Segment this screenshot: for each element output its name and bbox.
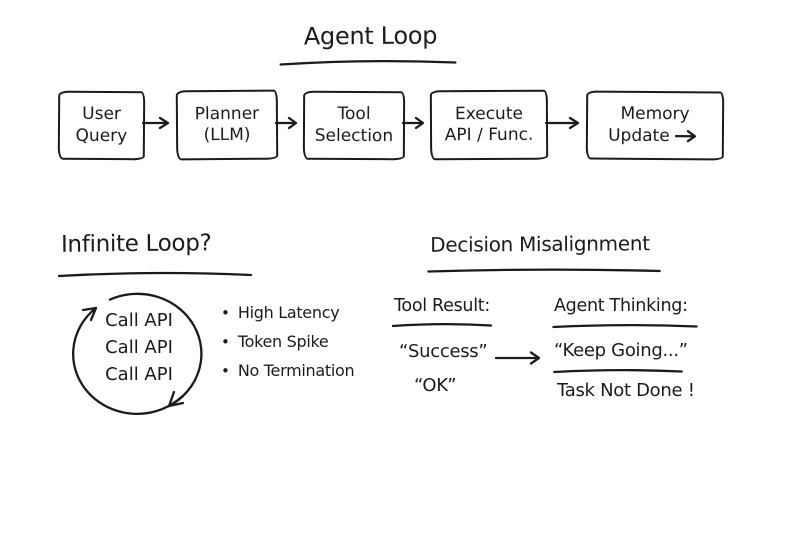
flow-arrow-icon	[545, 116, 580, 130]
loop-call-list: Call API Call API Call API	[93, 307, 185, 388]
flow-arrow-icon	[275, 116, 298, 130]
bullet-label: No Termination	[237, 361, 355, 380]
agent-thinking-heading: Agent Thinking:	[554, 296, 688, 316]
tool-result-value: “Success”	[399, 341, 488, 362]
agent-thinking-underline	[552, 321, 698, 330]
flow-box-label: User	[82, 104, 122, 125]
arrow-right-icon	[674, 130, 696, 143]
flow-box-label: Memory	[620, 104, 690, 125]
loop-circle-arrow-icon	[72, 292, 203, 415]
list-item: • No Termination	[221, 361, 355, 380]
flow-box-user-query: User Query	[57, 90, 146, 161]
bullet-icon: •	[221, 361, 230, 380]
loop-call-label: Call API	[105, 364, 173, 385]
bullet-label: Token Spike	[237, 332, 329, 351]
title-underline	[277, 57, 459, 67]
tool-result-heading: Tool Result:	[394, 296, 490, 316]
bullet-icon: •	[221, 332, 230, 351]
list-item: • High Latency	[221, 303, 354, 322]
loop-call-label: Call API	[105, 310, 173, 331]
decision-misalignment-underline	[426, 265, 662, 275]
misalignment-arrow-icon	[494, 351, 541, 365]
keep-going-underline	[553, 366, 683, 375]
flow-box-label: Selection	[314, 125, 394, 146]
agent-thought-value: “Keep Going...”	[554, 340, 688, 361]
flow-box-label: Update	[608, 125, 670, 146]
flow-arrow-icon	[402, 116, 425, 130]
flow-box-tool-selection: Tool Selection	[302, 90, 406, 161]
decision-misalignment-heading: Decision Misalignment	[430, 231, 650, 257]
bullet-label: High Latency	[237, 303, 340, 322]
flow-box-memory-update: Memory Update	[585, 90, 725, 161]
flow-box-label: Planner	[194, 103, 260, 124]
flow-box-label: API / Func.	[444, 124, 534, 146]
bullet-icon: •	[221, 303, 230, 322]
agent-thought-value: Task Not Done !	[557, 380, 695, 401]
flow-box-execute: Execute API / Func.	[429, 89, 549, 161]
infinite-loop-heading: Infinite Loop?	[60, 230, 212, 258]
flow-box-label: Execute	[454, 103, 523, 124]
list-item: • Token Spike	[221, 332, 354, 351]
flow-box-label: Tool	[337, 104, 371, 125]
tool-result-underline	[392, 320, 492, 329]
loop-call-label: Call API	[105, 337, 173, 358]
tool-result-value: “OK”	[414, 375, 457, 396]
risk-bullet-list: • High Latency • Token Spike • No Termin…	[221, 303, 355, 380]
flow-arrow-icon	[142, 116, 170, 130]
infinite-loop-underline	[57, 268, 253, 279]
flow-box-label: (LLM)	[203, 124, 251, 146]
flow-box-label: Query	[75, 125, 128, 146]
flow-box-planner: Planner (LLM)	[175, 89, 279, 161]
page-title: Agent Loop	[303, 21, 438, 51]
